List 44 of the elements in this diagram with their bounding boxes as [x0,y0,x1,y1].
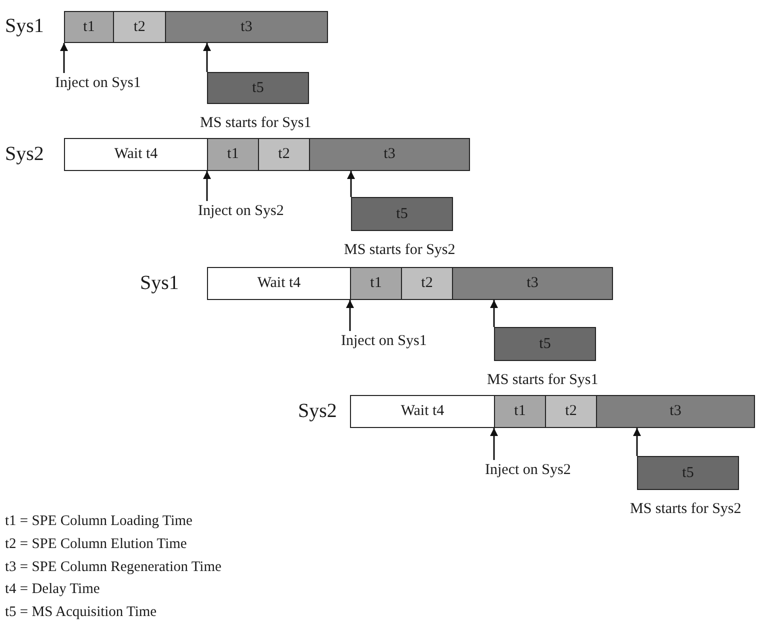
time-segment: Wait t4 [207,267,351,300]
time-segment: t3 [596,395,755,428]
inject-label: Inject on Sys1 [341,331,427,351]
time-segment: t2 [401,267,453,300]
time-segment: t5 [351,197,453,231]
time-segment: t1 [494,395,546,428]
arrow [203,43,211,72]
time-segment: t1 [350,267,402,300]
time-segment: t5 [494,327,596,361]
time-segment: Wait t4 [64,138,208,171]
time-segment: t1 [207,138,259,171]
legend-text: t1 = SPE Column Loading Time [5,512,192,531]
system-label: Sys1 [5,14,44,39]
legend-text: t5 = MS Acquisition Time [5,603,157,622]
ms-start-label: MS starts for Sys2 [630,500,742,519]
ms-start-label: MS starts for Sys1 [200,114,312,133]
time-segment: t2 [113,11,166,43]
arrow [633,428,641,456]
legend-text: t3 = SPE Column Regeneration Time [5,558,222,577]
system-label: Sys2 [5,142,44,167]
inject-label: Inject on Sys1 [55,73,141,93]
time-segment: t5 [637,456,739,490]
time-segment: Wait t4 [350,395,495,428]
arrow [490,428,498,460]
time-segment: t2 [258,138,310,171]
system-label: Sys2 [298,399,337,424]
inject-label: Inject on Sys2 [485,460,571,480]
ms-start-label: MS starts for Sys1 [487,371,598,390]
ms-start-label: MS starts for Sys2 [344,241,456,260]
time-segment: t1 [64,11,114,43]
time-segment: t3 [452,267,613,300]
arrow [347,171,355,197]
arrow [490,300,498,327]
legend-text: t2 = SPE Column Elution Time [5,535,187,554]
time-segment: t2 [545,395,597,428]
time-segment: t3 [309,138,470,171]
arrow [346,300,354,331]
system-label: Sys1 [140,271,179,296]
legend-text: t4 = Delay Time [5,580,100,599]
arrow [203,171,211,201]
time-segment: t5 [207,72,309,104]
inject-label: Inject on Sys2 [198,201,284,221]
time-segment: t3 [165,11,328,43]
arrow [60,43,68,73]
